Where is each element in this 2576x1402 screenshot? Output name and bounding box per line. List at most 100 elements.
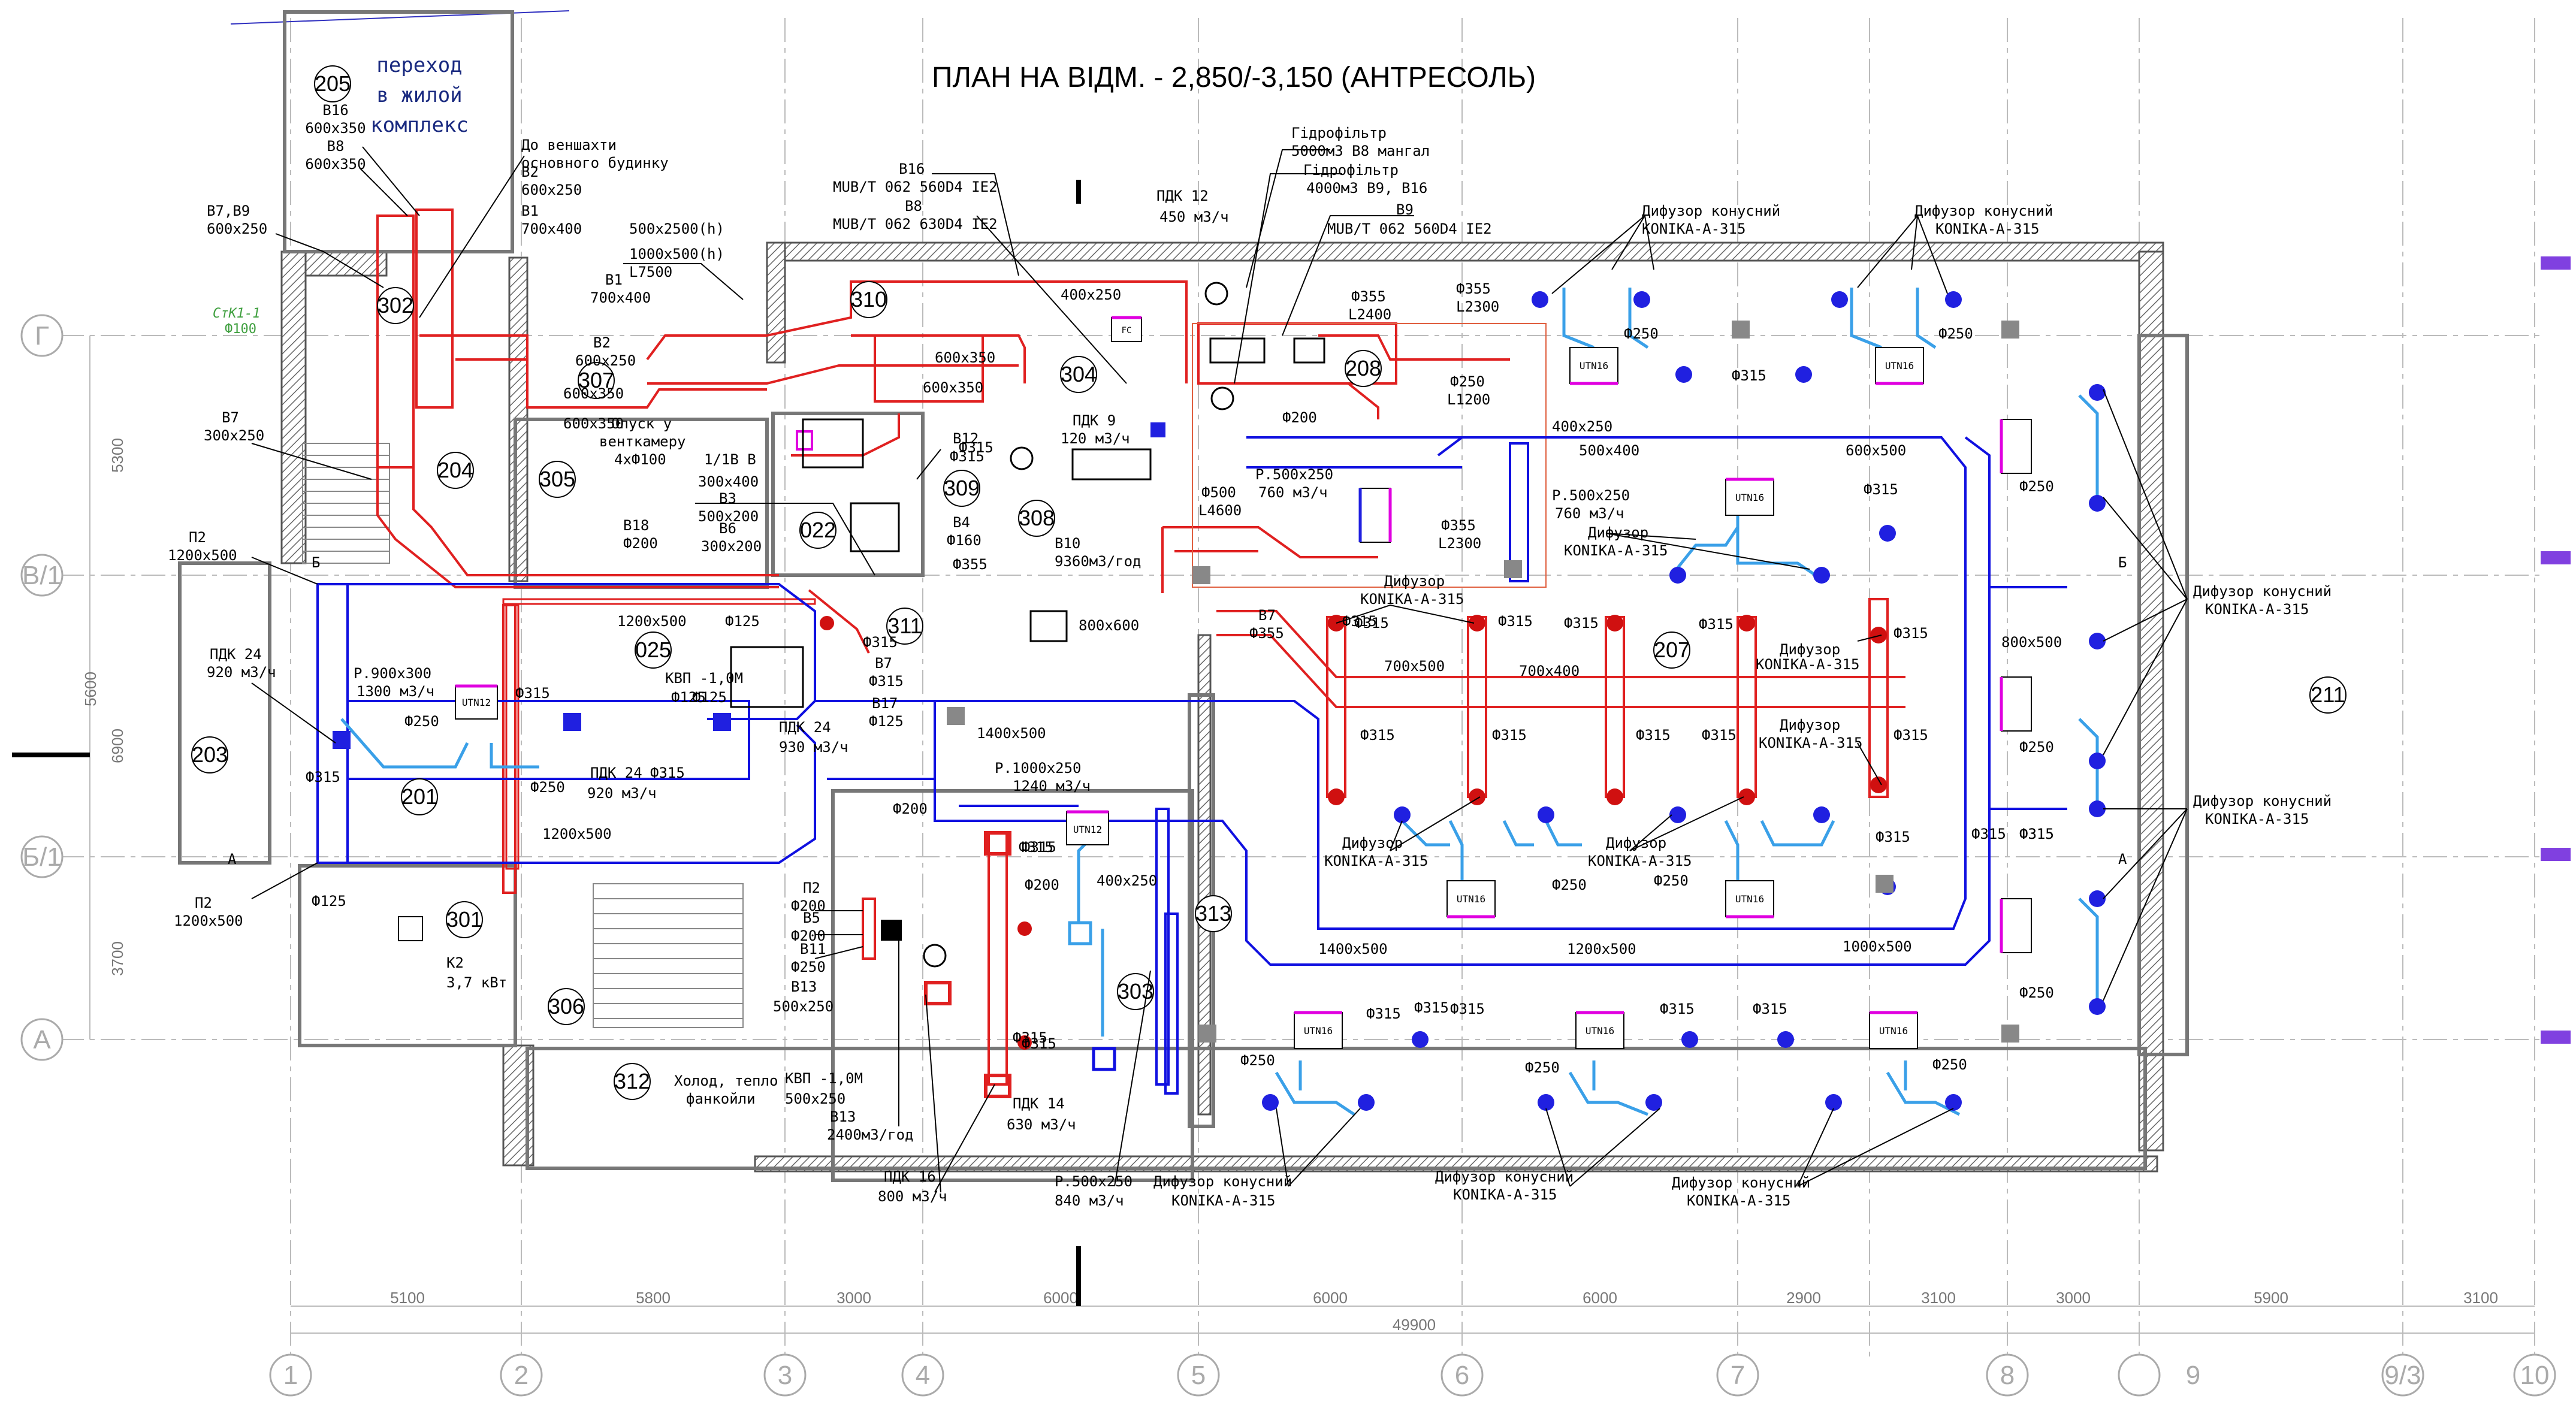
b7b9-size: 600x250 <box>207 220 267 237</box>
duct-diameter: Ф315 <box>1636 727 1671 744</box>
room-number: 207 <box>1654 637 1690 662</box>
duct-diameter: Ф355 <box>1351 288 1386 305</box>
grille-flow: 1300 м3/ч <box>357 683 434 700</box>
b7-size: Ф315 <box>869 673 904 690</box>
room-number: 025 <box>635 637 671 662</box>
b7-size: Ф355 <box>1249 625 1284 642</box>
duct-size: 1200x500 <box>617 613 687 630</box>
left-dimension: 6900 <box>108 729 126 763</box>
col-axis-label: 5 <box>1191 1361 1206 1390</box>
room-number: 305 <box>539 467 575 491</box>
bottom-dimension: 5100 <box>390 1289 425 1307</box>
duct-diameter: Ф315 <box>1360 727 1395 744</box>
room-number: 302 <box>378 293 413 318</box>
duct-size: 600x350 <box>563 385 624 402</box>
left-dimension: 5300 <box>108 438 126 473</box>
bottom-dimension: 6000 <box>1583 1289 1617 1307</box>
duct-length: L2300 <box>1456 298 1499 315</box>
pdk9-flow: 120 м3/ч <box>1061 430 1130 447</box>
duct-diameter: Ф200 <box>1282 409 1317 426</box>
pdk14-flow: 630 м3/ч <box>1007 1116 1076 1133</box>
duct-diameter: Ф315 <box>1022 839 1056 856</box>
b8-size: 600x350 <box>305 156 366 173</box>
b13-flow: 2400м3/год <box>827 1126 914 1143</box>
duct-size: 1400x500 <box>977 725 1046 742</box>
pdk24-flow: 920 м3/ч <box>587 785 657 802</box>
pdk12-label: ПДК 12 <box>1156 188 1209 204</box>
kvp-size: Ф125 <box>671 689 706 706</box>
duct-size: 1000x500 <box>1843 938 1912 955</box>
b17-size: Ф125 <box>869 713 904 730</box>
pdk24-flow: 920 м3/ч <box>207 664 276 681</box>
diffuser-label: Дифузор конусний <box>1435 1168 1574 1185</box>
opusk-label: Опуск у <box>611 415 672 432</box>
duct-diameter: Ф315 <box>1414 999 1449 1016</box>
b5-label: В5 <box>803 910 820 926</box>
unit-label: UTN16 <box>1735 492 1764 503</box>
b4-label: В4 <box>953 514 970 531</box>
bottom-dimension: 5800 <box>636 1289 671 1307</box>
transition-note-line: комплекс <box>370 113 469 137</box>
room-number: 307 <box>578 368 614 392</box>
b2-size: 600x250 <box>575 352 636 369</box>
col-axis-label: 6 <box>1455 1361 1469 1390</box>
duct-size: 400x250 <box>1552 418 1612 435</box>
b3-size: 500x200 <box>698 508 759 525</box>
b6-label: В6 <box>719 520 736 537</box>
edge-markers <box>2541 256 2571 1044</box>
unit-label: UTN16 <box>1885 360 1914 371</box>
opusk-label: венткамеру <box>599 433 686 450</box>
duct-diameter: Ф315 <box>1022 1035 1056 1052</box>
diffuser-label: Дифузор <box>1384 573 1445 590</box>
grille-flow: 1240 м3/ч <box>1013 778 1091 794</box>
diffuser-model: KONIKA-A-315 <box>1360 591 1464 608</box>
duct-diameter: Ф250 <box>1552 877 1587 893</box>
diffuser-model: KONIKA-A-315 <box>1171 1192 1275 1209</box>
duct-length: L1200 <box>1447 391 1490 408</box>
duct-size: 800x600 <box>1079 617 1139 634</box>
b9-label: В9 <box>1396 201 1414 218</box>
p2-label: П2 <box>195 895 212 911</box>
duct-diameter: Ф125 <box>692 689 727 706</box>
duct-diameter: Ф355 <box>953 556 987 573</box>
b8-label: В8 <box>327 138 345 155</box>
room-number: 306 <box>548 994 584 1019</box>
duct-length: L2400 <box>1348 306 1391 323</box>
col-axis-label: 3 <box>778 1361 792 1390</box>
duct-size: 600x350 <box>923 379 983 396</box>
left-dimension: 3700 <box>108 941 126 976</box>
duct-diameter: Ф250 <box>2019 984 2054 1001</box>
unit-label: UTN12 <box>462 697 491 708</box>
hydrofilter-spec: 4000м3 В9, В16 <box>1306 180 1427 197</box>
fan-coil-units: UTN12 UTN12 UTN16 UTN16 UTN16 UTN16 UTN1… <box>398 316 2032 1049</box>
duct-diameter: Ф315 <box>515 685 550 702</box>
bottom-dimension: 3100 <box>1921 1289 1956 1307</box>
diffuser-label: Дифузор конусний <box>2193 793 2332 809</box>
b1-label: В1 <box>521 203 539 219</box>
diffuser-model: KONIKA-A-315 <box>1687 1192 1790 1209</box>
duct-diameter: Ф355 <box>1441 517 1476 534</box>
duct-diameter: Ф315 <box>1450 1001 1485 1017</box>
duct-diameter: Ф315 <box>1354 615 1389 631</box>
diffuser-model: KONIKA-A-315 <box>1588 853 1692 869</box>
col-axis-label: 8 <box>2000 1361 2015 1390</box>
holod-label: фанкойли <box>686 1090 756 1107</box>
room-number: 201 <box>401 784 437 809</box>
pdk24-label: ПДК 24 <box>210 646 262 663</box>
diffuser-label: Дифузор <box>1342 835 1403 851</box>
duct-diameter: Ф250 <box>1624 325 1659 342</box>
duct-size: 400x250 <box>1097 872 1157 889</box>
b10-label: В10 <box>1055 535 1080 552</box>
shaft-size-1: 500x2500(h) <box>629 220 724 237</box>
bottom-dimension: 5900 <box>2254 1289 2288 1307</box>
b13-label: В13 <box>791 978 817 995</box>
diffuser-model: KONIKA-A-315 <box>1324 853 1428 869</box>
b1-label: В1 <box>605 271 623 288</box>
duct-diameter: Ф315 <box>1013 1029 1047 1046</box>
pdk16-flow: 800 м3/ч <box>878 1188 947 1205</box>
kvp-label: КВП -1,0М <box>785 1070 863 1087</box>
b12-label: В12 <box>953 430 979 447</box>
duct-diameter: Ф315 <box>1894 727 1928 744</box>
drawing-title: ПЛАН НА ВІДМ. - 2,850/-3,150 (АНТРЕСОЛЬ) <box>932 62 1536 93</box>
